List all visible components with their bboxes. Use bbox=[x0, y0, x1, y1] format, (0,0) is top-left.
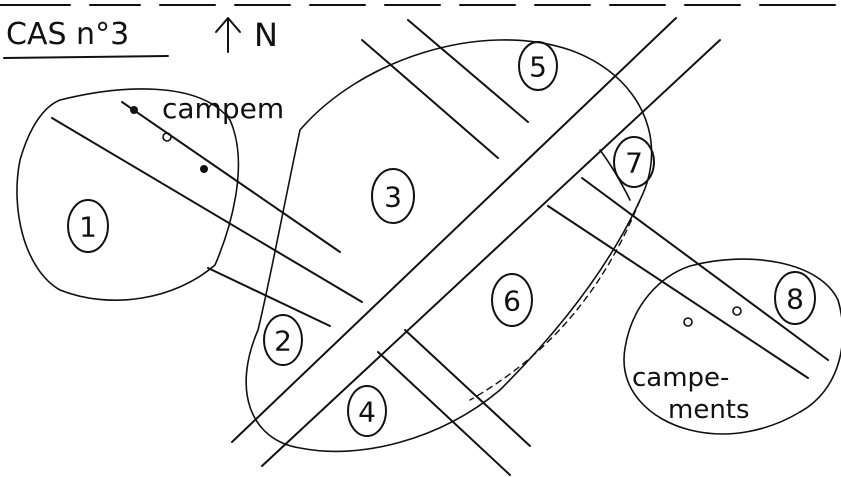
svg-text:6: 6 bbox=[503, 285, 521, 318]
camp-label-bottom-line2: ments bbox=[668, 395, 750, 425]
diagram-title: CAS n°3 bbox=[6, 17, 129, 52]
zone-badge-4: 4 bbox=[347, 385, 387, 437]
zone-badge-1: 1 bbox=[67, 199, 109, 253]
north-label: N bbox=[254, 16, 278, 54]
zone-badge-8: 8 bbox=[774, 271, 816, 325]
camp-markers-top bbox=[130, 106, 208, 173]
svg-text:3: 3 bbox=[384, 181, 402, 214]
zone-badge-5: 5 bbox=[518, 41, 558, 91]
crossing-road-upper-left bbox=[51, 101, 363, 303]
camp-markers-bottom bbox=[683, 306, 742, 327]
svg-text:2: 2 bbox=[274, 325, 292, 358]
title-underline bbox=[3, 55, 169, 59]
zone-badge-3: 3 bbox=[371, 168, 415, 224]
zone-badge-6: 6 bbox=[491, 273, 533, 327]
svg-text:4: 4 bbox=[358, 396, 376, 429]
camp-label-bottom-line1: campe- bbox=[632, 363, 729, 393]
crossing-road-right bbox=[547, 177, 829, 379]
zone-outline-central bbox=[245, 39, 653, 453]
zone-outline-dashed-edge bbox=[469, 199, 641, 401]
svg-text:5: 5 bbox=[529, 51, 547, 84]
arrow-up-icon bbox=[215, 17, 241, 53]
crossing-road-top bbox=[361, 19, 529, 159]
zone-outline-1 bbox=[16, 88, 240, 301]
crossing-road-lower-left bbox=[207, 267, 531, 476]
main-diagonal-road bbox=[231, 17, 721, 467]
camp-label-top: campem bbox=[162, 92, 284, 125]
svg-text:1: 1 bbox=[79, 211, 97, 244]
svg-text:7: 7 bbox=[625, 147, 643, 180]
zone-badge-7: 7 bbox=[613, 136, 655, 188]
zone-outline-8 bbox=[623, 258, 841, 435]
zone-badge-2: 2 bbox=[263, 314, 303, 366]
svg-text:8: 8 bbox=[786, 283, 804, 316]
